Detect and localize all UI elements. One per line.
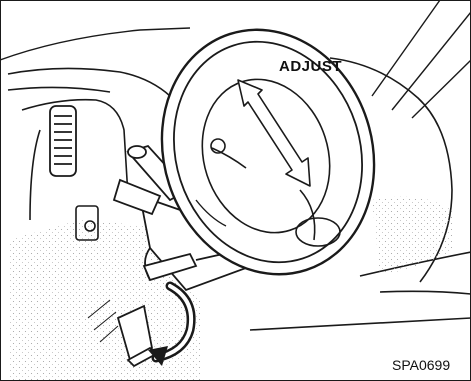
air-vent — [50, 106, 76, 176]
figure-code: SPA0699 — [392, 357, 450, 373]
cluster-shading — [372, 197, 452, 274]
adjust-callout-label: ADJUST — [279, 58, 342, 75]
